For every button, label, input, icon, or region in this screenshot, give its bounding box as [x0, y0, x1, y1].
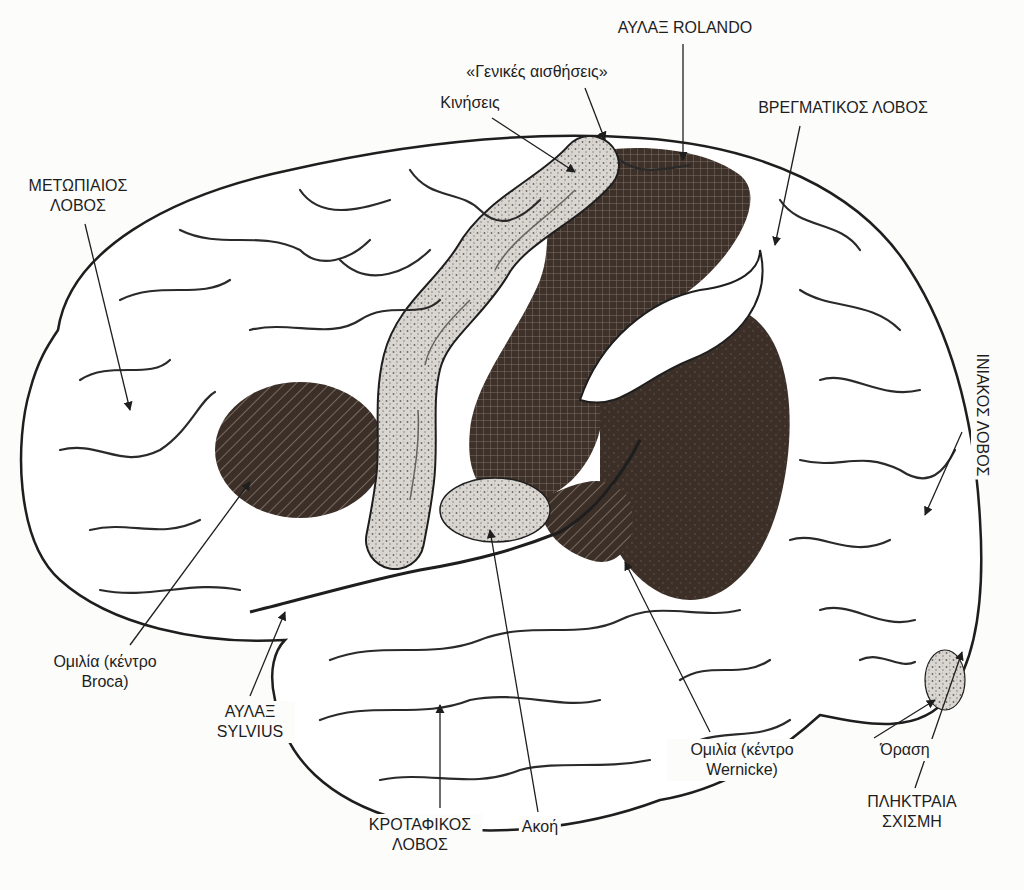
sulci — [90, 520, 200, 530]
sulci — [800, 290, 900, 330]
fissure-name: ΑΥΛΑΞ ROLANDO — [615, 17, 755, 39]
leader-lines — [682, 44, 683, 160]
function-label: Ακοή — [519, 816, 561, 838]
sulci — [410, 170, 540, 221]
leader-lines — [85, 44, 962, 812]
leader-lines — [775, 126, 800, 245]
leader-lines — [85, 224, 130, 410]
function-label: Όραση — [877, 739, 933, 761]
sulci — [780, 200, 860, 250]
fissure-name: ΠΛΗΚΤΡΑΙΑ ΣΧΙΣΜΗ — [857, 791, 967, 833]
leader-lines — [490, 530, 538, 812]
sulci — [680, 660, 770, 680]
brain-outline — [21, 136, 981, 831]
hearing-area — [440, 478, 550, 542]
sulci — [60, 392, 215, 457]
leader-lines — [439, 705, 440, 808]
lobe-name: ΒΡΕΓΜΑΤΙΚΟΣ ΛΟΒΟΣ — [755, 97, 931, 119]
sulci — [120, 280, 230, 300]
leader-lines — [925, 432, 962, 515]
sulci — [620, 160, 690, 170]
sylvian-dark — [540, 481, 633, 562]
lobe-name: ΜΕΤΩΠΙΑΙΟΣ ΛΟΒΟΣ — [13, 175, 143, 217]
supramarginal-gyrus — [580, 250, 763, 403]
motor-strip-sulcus — [410, 190, 575, 500]
function-label: Ομιλία (κέντρο Broca) — [40, 651, 170, 693]
sulci — [250, 300, 440, 330]
leader-lines — [492, 118, 575, 172]
sulci — [320, 697, 600, 720]
broca-area — [215, 382, 385, 518]
function-label: Κινήσεις — [437, 92, 502, 114]
sulci — [80, 360, 170, 380]
sulci — [820, 608, 915, 622]
leader-lines — [874, 700, 935, 738]
function-label: «Γενικές αισθήσεις» — [463, 61, 610, 83]
leader-lines — [130, 482, 250, 645]
leader-lines — [915, 652, 962, 788]
function-label: Ομιλία (κέντρο Wernicke) — [667, 739, 817, 781]
sulci — [340, 250, 430, 275]
sulci — [860, 657, 915, 664]
sulci — [330, 610, 740, 660]
lobe-name: ΚΡΟΤΑΦΙΚΟΣ ΛΟΒΟΣ — [358, 814, 483, 856]
sulci — [790, 538, 890, 547]
sulci — [300, 190, 390, 210]
sulci — [820, 378, 920, 392]
sulci — [380, 760, 650, 780]
leader-lines — [625, 562, 710, 732]
fissure-name: ΑΥΛΑΞ SYLVIUS — [205, 701, 295, 743]
leader-lines — [250, 612, 285, 696]
sulci — [60, 160, 955, 780]
leader-lines — [585, 88, 605, 140]
sulci — [800, 450, 955, 478]
sulci — [700, 720, 790, 740]
sulci — [180, 230, 370, 261]
lobe-name: ΙΝΙΑΚΟΣ ΛΟΒΟΣ — [971, 351, 993, 480]
sylvian-fissure — [250, 440, 640, 612]
